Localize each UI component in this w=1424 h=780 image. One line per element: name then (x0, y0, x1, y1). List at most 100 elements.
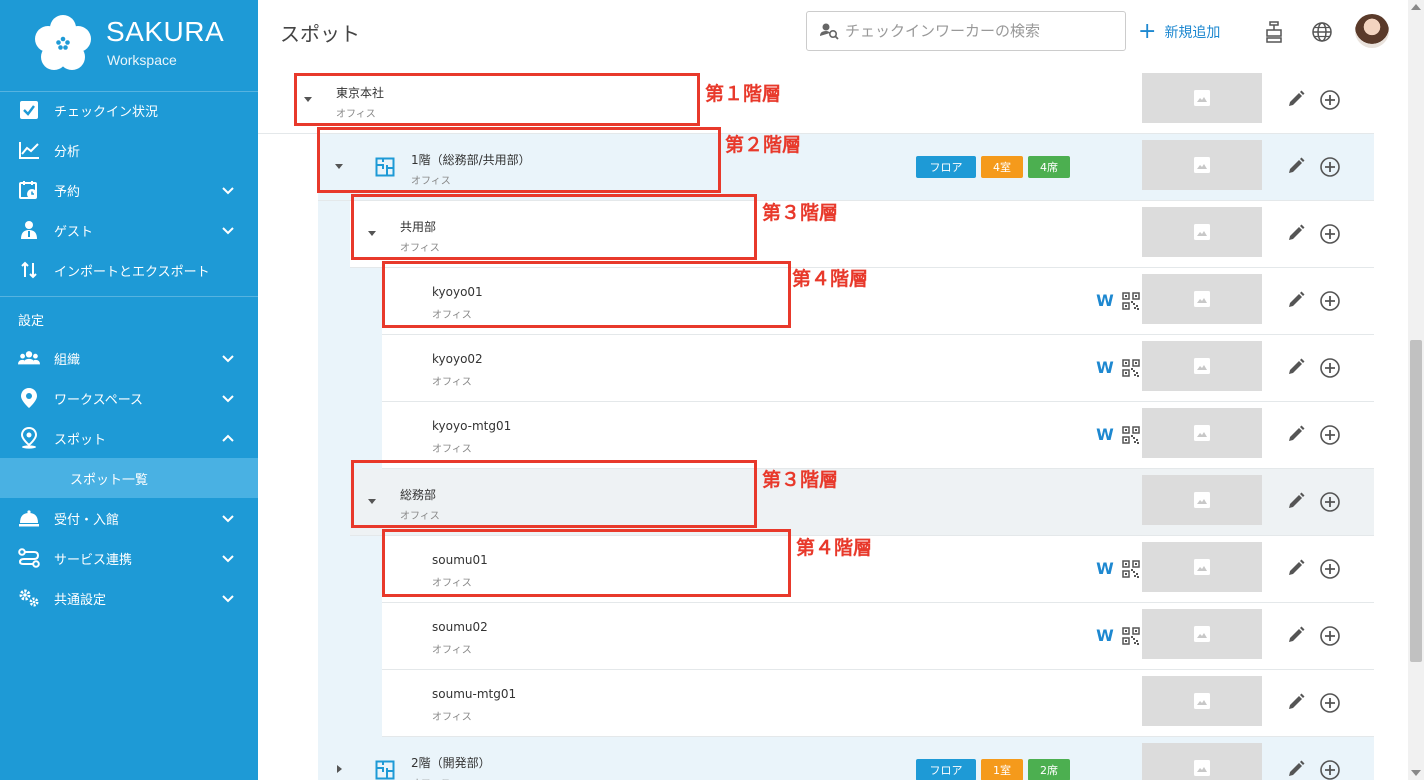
sidebar-item[interactable]: 共通設定 (0, 578, 258, 618)
sidebar-item[interactable]: 受付・入館 (0, 498, 258, 538)
image-icon (1194, 760, 1210, 776)
edit-pencil-icon[interactable] (1286, 759, 1306, 779)
sidebar-item-label: 分析 (54, 144, 81, 160)
sidebar-item[interactable]: インポートとエクスポート (0, 250, 258, 290)
qr-code-icon[interactable] (1122, 292, 1140, 310)
tree-row[interactable]: 総務部オフィス (350, 469, 1374, 536)
w-app-icon[interactable]: W (1096, 425, 1114, 444)
tree-row-type: オフィス (336, 109, 376, 120)
thumbnail-placeholder[interactable] (1142, 609, 1262, 659)
edit-pencil-icon[interactable] (1286, 625, 1306, 645)
sidebar-item[interactable]: ゲスト (0, 210, 258, 250)
thumbnail-placeholder[interactable] (1142, 73, 1262, 123)
scroll-up-arrow-icon[interactable] (1411, 4, 1421, 10)
sidebar-item[interactable]: 予約 (0, 170, 258, 210)
tree-row-name: kyoyo-mtg01 (432, 419, 512, 433)
thumbnail-placeholder[interactable] (1142, 207, 1262, 257)
thumbnail-placeholder[interactable] (1142, 341, 1262, 391)
qr-code-icon[interactable] (1122, 359, 1140, 377)
sidebar-item[interactable]: 分析 (0, 130, 258, 170)
globe-icon[interactable] (1310, 20, 1334, 44)
sidebar-item-label: 組織 (54, 352, 81, 368)
thumbnail-placeholder[interactable] (1142, 408, 1262, 458)
qr-code-icon[interactable] (1122, 426, 1140, 444)
add-child-icon[interactable] (1319, 156, 1341, 178)
expand-down-icon[interactable] (366, 495, 378, 507)
add-new-label: 新規追加 (1164, 25, 1221, 41)
expand-right-icon[interactable] (333, 763, 345, 775)
add-child-icon[interactable] (1319, 491, 1341, 513)
edit-pencil-icon[interactable] (1286, 424, 1306, 444)
w-app-icon[interactable]: W (1096, 559, 1114, 578)
chevron-up-icon[interactable] (220, 430, 236, 446)
thumbnail-placeholder[interactable] (1142, 475, 1262, 525)
w-app-icon[interactable]: W (1096, 358, 1114, 377)
add-child-icon[interactable] (1319, 223, 1341, 245)
integration-icon (18, 547, 40, 569)
page-title: スポット (280, 22, 360, 46)
qr-code-icon[interactable] (1122, 560, 1140, 578)
expand-down-icon[interactable] (333, 160, 345, 172)
annotation-box (294, 73, 700, 126)
edit-pencil-icon[interactable] (1286, 290, 1306, 310)
add-child-icon[interactable] (1319, 759, 1341, 780)
sidebar-subitem-spot-list[interactable]: スポット一覧 (0, 458, 258, 498)
edit-pencil-icon[interactable] (1286, 558, 1306, 578)
tree-row-type: オフィス (432, 310, 472, 321)
scroll-down-arrow-icon[interactable] (1411, 770, 1421, 776)
avatar[interactable] (1355, 14, 1389, 48)
chevron-down-icon[interactable] (220, 550, 236, 566)
edit-pencil-icon[interactable] (1286, 223, 1306, 243)
thumbnail-placeholder[interactable] (1142, 676, 1262, 726)
scroll-thumb[interactable] (1410, 340, 1422, 662)
thumbnail-placeholder[interactable] (1142, 140, 1262, 190)
chevron-down-icon[interactable] (220, 510, 236, 526)
add-child-icon[interactable] (1319, 290, 1341, 312)
edit-pencil-icon[interactable] (1286, 491, 1306, 511)
add-child-icon[interactable] (1319, 558, 1341, 580)
thumbnail-placeholder[interactable] (1142, 743, 1262, 780)
chevron-down-icon[interactable] (220, 590, 236, 606)
search-input[interactable] (845, 22, 1115, 40)
w-app-icon[interactable]: W (1096, 291, 1114, 310)
tree-row[interactable]: 2階（開発部）オフィスフロア1室2席 (318, 737, 1374, 780)
reception-icon[interactable] (1262, 20, 1286, 44)
sidebar-item[interactable]: チェックイン状況 (0, 90, 258, 130)
add-child-icon[interactable] (1319, 625, 1341, 647)
add-child-icon[interactable] (1319, 89, 1341, 111)
sidebar-item[interactable]: スポット (0, 418, 258, 458)
chevron-down-icon[interactable] (220, 390, 236, 406)
image-icon (1194, 492, 1210, 508)
sidebar-item[interactable]: 組織 (0, 338, 258, 378)
chevron-down-icon[interactable] (220, 222, 236, 238)
add-child-icon[interactable] (1319, 692, 1341, 714)
tree-row[interactable]: 共用部オフィス (350, 201, 1374, 268)
chevron-down-icon[interactable] (220, 350, 236, 366)
edit-pencil-icon[interactable] (1286, 156, 1306, 176)
add-child-icon[interactable] (1319, 357, 1341, 379)
search-box[interactable] (806, 11, 1126, 51)
add-child-icon[interactable] (1319, 424, 1341, 446)
expand-down-icon[interactable] (302, 93, 314, 105)
qr-code-icon[interactable] (1122, 627, 1140, 645)
edit-pencil-icon[interactable] (1286, 89, 1306, 109)
sidebar-item[interactable]: ワークスペース (0, 378, 258, 418)
scrollbar[interactable] (1408, 0, 1424, 780)
expand-down-icon[interactable] (366, 227, 378, 239)
sidebar-item[interactable]: サービス連携 (0, 538, 258, 578)
chevron-down-icon[interactable] (220, 182, 236, 198)
edit-pencil-icon[interactable] (1286, 692, 1306, 712)
tree-row[interactable]: 東京本社オフィス (258, 67, 1374, 134)
edit-pencil-icon[interactable] (1286, 357, 1306, 377)
thumbnail-placeholder[interactable] (1142, 542, 1262, 592)
w-app-icon[interactable]: W (1096, 626, 1114, 645)
thumbnail-placeholder[interactable] (1142, 274, 1262, 324)
add-new-button[interactable]: + 新規追加 (1138, 20, 1220, 44)
